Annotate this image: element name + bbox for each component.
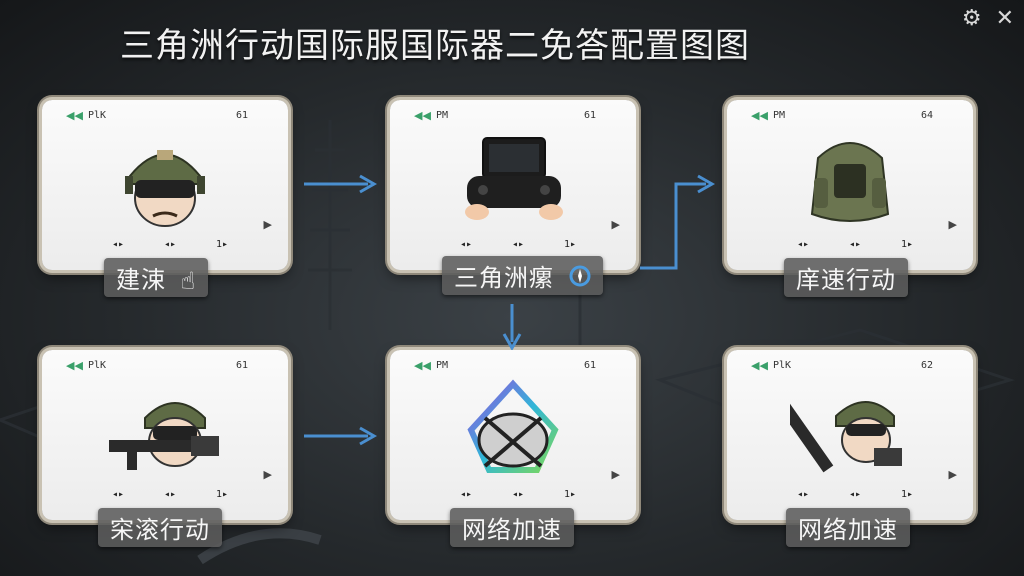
card-code: PM — [773, 110, 786, 121]
card-header: PlK 61 — [88, 360, 248, 371]
ctl-right[interactable]: 1▸ — [900, 239, 913, 250]
card-number: 61 — [583, 110, 596, 121]
hand-pointer-icon: ☝ — [180, 267, 197, 295]
card-config-3[interactable]: ◀◀ PM 64 ◂▸ ◂▸ 1▸ ▶ — [727, 100, 973, 270]
card-code: PlK — [88, 110, 107, 121]
back-arrows-icon[interactable]: ◀◀ — [751, 359, 768, 372]
card-number: 61 — [583, 360, 596, 371]
card-label-1[interactable]: 建涑 ☝ — [104, 258, 209, 297]
soldier-with-gun-image — [109, 402, 219, 470]
next-icon[interactable]: ▶ — [611, 218, 620, 231]
card-header: PM 61 — [436, 360, 596, 371]
card-header: PlK 61 — [88, 110, 248, 121]
ctl-left[interactable]: ◂▸ — [460, 489, 473, 500]
card-controls: ◂▸ ◂▸ 1▸ — [112, 239, 228, 250]
flow-arrow-up-right — [640, 174, 716, 270]
ctl-mid[interactable]: ◂▸ — [848, 239, 862, 250]
close-icon[interactable]: ✕ — [995, 6, 1014, 31]
card-label-4[interactable]: 穼滚行动 — [98, 508, 222, 547]
label-text: 网络加速 — [798, 516, 898, 544]
card-label-3[interactable]: 庠速行动 — [784, 258, 908, 297]
card-code: PM — [436, 110, 449, 121]
card-config-5[interactable]: ◀◀ PM 61 ◂▸ ◂▸ 1▸ ▶ — [390, 350, 636, 520]
card-config-2[interactable]: ◀◀ PM 61 ◂▸ ◂▸ 1▸ ▶ — [390, 100, 636, 270]
card-config-4[interactable]: ◀◀ PlK 61 ◂▸ ◂▸ 1▸ ▶ — [42, 350, 288, 520]
card-number: 62 — [920, 360, 933, 371]
helmet-soldier-image — [125, 150, 205, 227]
card-code: PM — [436, 360, 449, 371]
label-text: 三角洲瘰 — [454, 264, 554, 292]
ctl-right[interactable]: 1▸ — [563, 489, 576, 500]
card-label-6[interactable]: 网络加速 — [786, 508, 910, 547]
ctl-right[interactable]: 1▸ — [563, 239, 576, 250]
ctl-left[interactable]: ◂▸ — [112, 239, 125, 250]
compass-icon — [569, 265, 591, 293]
handheld-console-image — [465, 137, 563, 220]
ctl-mid[interactable]: ◂▸ — [848, 489, 862, 500]
back-arrows-icon[interactable]: ◀◀ — [414, 109, 431, 122]
card-header: PM 64 — [773, 110, 933, 121]
card-controls: ◂▸ ◂▸ 1▸ — [460, 239, 576, 250]
label-text: 穼滚行动 — [110, 516, 210, 544]
ctl-right[interactable]: 1▸ — [900, 489, 913, 500]
card-label-2[interactable]: 三角洲瘰 — [442, 256, 603, 295]
flow-arrow-right-2 — [304, 426, 378, 446]
card-controls: ◂▸ ◂▸ 1▸ — [460, 489, 576, 500]
back-arrows-icon[interactable]: ◀◀ — [66, 359, 83, 372]
ctl-mid[interactable]: ◂▸ — [163, 489, 177, 500]
ctl-mid[interactable]: ◂▸ — [511, 489, 525, 500]
card-number: 64 — [920, 110, 933, 121]
next-icon[interactable]: ▶ — [948, 468, 957, 481]
ctl-left[interactable]: ◂▸ — [797, 239, 810, 250]
card-controls: ◂▸ ◂▸ 1▸ — [112, 489, 228, 500]
flow-arrow-down — [502, 304, 522, 350]
card-config-6[interactable]: ◀◀ PlK 62 ◂▸ ◂▸ 1▸ ▶ — [727, 350, 973, 520]
soldier-with-gun-image — [790, 401, 902, 473]
next-icon[interactable]: ▶ — [948, 218, 957, 231]
ctl-right[interactable]: 1▸ — [215, 239, 228, 250]
label-text: 网络加速 — [462, 516, 562, 544]
ctl-left[interactable]: ◂▸ — [460, 239, 473, 250]
back-arrows-icon[interactable]: ◀◀ — [66, 109, 83, 122]
back-arrows-icon[interactable]: ◀◀ — [751, 109, 768, 122]
backpack-image — [810, 142, 890, 222]
card-code: PlK — [88, 360, 107, 371]
label-text: 庠速行动 — [796, 266, 896, 294]
label-text: 建涑 — [116, 266, 166, 294]
next-icon[interactable]: ▶ — [263, 468, 272, 481]
card-controls: ◂▸ ◂▸ 1▸ — [797, 239, 913, 250]
top-toolbar: ⚙ ✕ — [962, 6, 1014, 32]
gear-icon[interactable]: ⚙ — [961, 6, 982, 31]
card-number: 61 — [235, 360, 248, 371]
next-icon[interactable]: ▶ — [611, 468, 620, 481]
ctl-left[interactable]: ◂▸ — [797, 489, 810, 500]
ctl-mid[interactable]: ◂▸ — [163, 239, 177, 250]
flow-arrow-right-1 — [304, 174, 378, 194]
ctl-mid[interactable]: ◂▸ — [511, 239, 525, 250]
card-header: PlK 62 — [773, 360, 933, 371]
card-header: PM 61 — [436, 110, 596, 121]
back-arrows-icon[interactable]: ◀◀ — [414, 359, 431, 372]
card-controls: ◂▸ ◂▸ 1▸ — [797, 489, 913, 500]
next-icon[interactable]: ▶ — [263, 218, 272, 231]
card-code: PlK — [773, 360, 792, 371]
card-number: 61 — [235, 110, 248, 121]
page-title: 三角洲行动国际服国际器二免答配置图图 — [120, 26, 750, 66]
network-accelerator-logo-image — [467, 379, 559, 473]
ctl-left[interactable]: ◂▸ — [112, 489, 125, 500]
card-label-5[interactable]: 网络加速 — [450, 508, 574, 547]
ctl-right[interactable]: 1▸ — [215, 489, 228, 500]
card-config-1[interactable]: ◀◀ PlK 61 ◂▸ ◂▸ 1▸ ▶ — [42, 100, 288, 270]
